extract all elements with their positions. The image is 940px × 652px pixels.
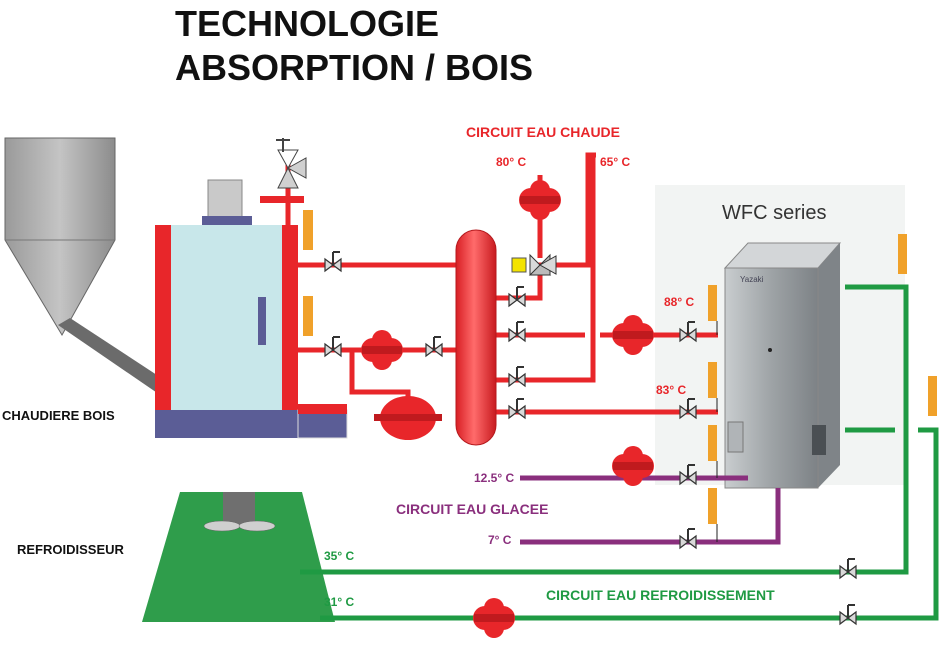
hot-return-temp: 65° C — [600, 155, 630, 169]
diagram-title: TECHNOLOGIE ABSORPTION / BOIS — [175, 2, 533, 90]
absorption-chiller-unit: Yazaki — [723, 242, 842, 489]
thermometers — [708, 234, 937, 524]
expansion-vessel — [374, 396, 442, 440]
title-line-1: TECHNOLOGIE — [175, 3, 440, 44]
valve-chilled-supply — [679, 528, 697, 549]
boiler-label: CHAUDIERE BOIS — [2, 408, 115, 423]
unit-hot-in-temp: 88° C — [664, 295, 694, 309]
cooling-tower — [142, 492, 335, 622]
valve-tank-return — [425, 336, 443, 357]
valve-boiler-return — [324, 336, 342, 357]
boiler-thermometer-bottom — [303, 296, 313, 336]
title-line-2: ABSORPTION / BOIS — [175, 47, 534, 88]
cooling-tower-label: REFROIDISSEUR — [17, 542, 125, 557]
pump-hot-circuit — [519, 180, 561, 220]
buffer-tank — [455, 229, 497, 446]
valve-tank-3 — [508, 366, 526, 387]
chilled-return-temp: 12.5° C — [474, 471, 514, 485]
pump-generator — [612, 315, 654, 355]
pump-cooling-water — [473, 598, 515, 638]
pump-boiler-loop — [361, 330, 403, 370]
cooling-cold-temp: 31° C — [324, 595, 354, 609]
chilled-supply-temp: 7° C — [488, 533, 512, 547]
hot-supply-temp: 80° C — [496, 155, 526, 169]
cooling-circuit-label: CIRCUIT EAU REFROIDISSEMENT — [546, 587, 775, 603]
valve-tank-1 — [508, 286, 526, 307]
hot-circuit-label: CIRCUIT EAU CHAUDE — [466, 124, 620, 140]
safety-valve — [260, 138, 307, 225]
valve-tank-4 — [508, 398, 526, 419]
valve-cooling-2 — [839, 604, 857, 625]
unit-hot-out-temp: 83° C — [656, 383, 686, 397]
three-way-valve — [511, 253, 557, 276]
cooling-water-piping — [300, 284, 939, 621]
unit-brand-label: Yazaki — [740, 275, 764, 284]
boiler-thermometer-top — [303, 210, 313, 250]
unit-series-label: WFC series — [722, 202, 826, 224]
cooling-hot-temp: 35° C — [324, 549, 354, 563]
wood-boiler — [155, 179, 348, 439]
chilled-circuit-label: CIRCUIT EAU GLACEE — [396, 501, 548, 517]
valve-tank-2 — [508, 321, 526, 342]
valve-boiler-supply — [324, 251, 342, 272]
valve-cooling-1 — [839, 558, 857, 579]
